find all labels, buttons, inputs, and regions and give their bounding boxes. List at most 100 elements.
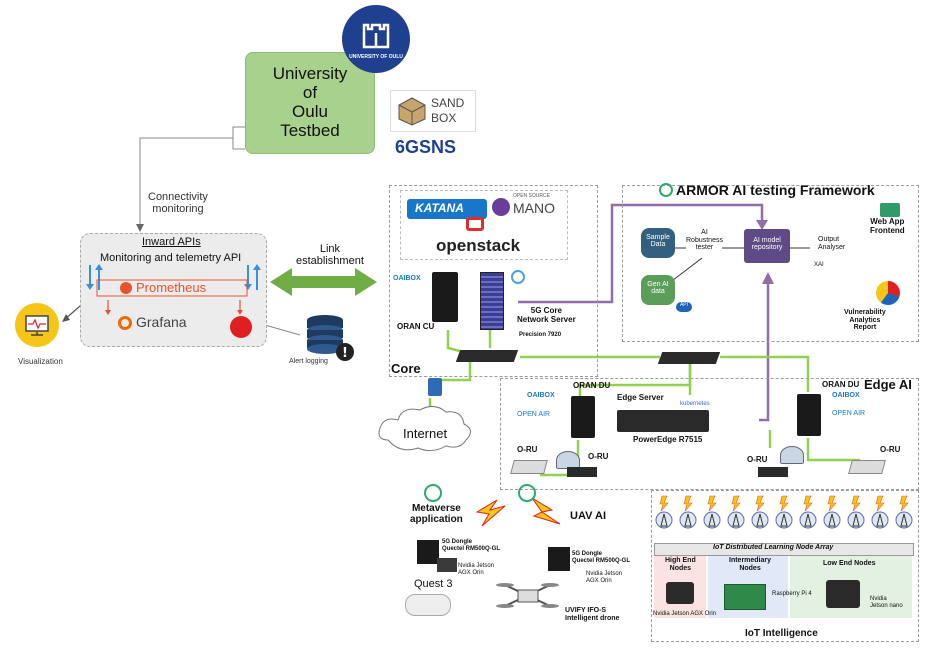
label-line: tester bbox=[695, 244, 714, 252]
label-line: monitoring bbox=[152, 203, 204, 216]
label-line: Network Server bbox=[517, 314, 576, 324]
visualization-label: Visualization bbox=[18, 357, 63, 366]
dongle-device-left bbox=[417, 540, 439, 564]
testbed-line: of bbox=[302, 83, 318, 102]
core-server-device bbox=[480, 272, 504, 330]
dongle-right-label: 5G Dongle Quectel RM500Q-GL bbox=[572, 551, 630, 564]
monitoring-api-label: Monitoring and telemetry API bbox=[100, 252, 242, 264]
sandbox-text-a: SAND bbox=[431, 96, 465, 110]
jetson-nano-device bbox=[826, 580, 860, 608]
connectivity-monitoring-label: Connectivity monitoring bbox=[148, 191, 208, 215]
armor-title: ARMOR AI testing Framework bbox=[676, 182, 875, 198]
osm-logo-icon bbox=[492, 198, 510, 216]
label-line: Intelligent drone bbox=[565, 614, 620, 622]
label-line: UVIFY IFO-S bbox=[565, 607, 607, 614]
quest-label: Quest 3 bbox=[414, 578, 453, 590]
label-line: Sample bbox=[646, 234, 670, 241]
uav-ai-label: UAV AI bbox=[570, 510, 607, 522]
api-cloud-icon: API bbox=[676, 302, 692, 312]
label-line: 5G Dongle bbox=[572, 551, 603, 557]
label-line: Frontend bbox=[870, 225, 905, 235]
oru-left-label: O-RU bbox=[517, 445, 538, 454]
label-line: Nodes bbox=[669, 564, 692, 572]
robustness-label: AI Robustness tester bbox=[686, 229, 723, 252]
label-line: Web App bbox=[870, 217, 905, 226]
dongle-device-right bbox=[548, 547, 570, 571]
label-line: Quectel RM500Q-GL bbox=[572, 557, 631, 564]
testbed-line: University bbox=[272, 64, 348, 83]
sample-data-cylinder: Sample Data bbox=[641, 228, 675, 258]
oru-mid-device bbox=[758, 467, 788, 477]
label-line: data bbox=[651, 288, 665, 295]
label-line: Nvidia bbox=[870, 596, 887, 602]
oru-center-label: O-RU bbox=[588, 452, 609, 461]
iot-tower-icon bbox=[703, 495, 721, 529]
jetson-agx-device bbox=[666, 582, 694, 604]
label-line: AGX Orin bbox=[586, 577, 612, 584]
iot-tower-icon bbox=[895, 495, 913, 529]
label-line: 5G Dongle bbox=[442, 539, 473, 545]
prometheus-label: Prometheus bbox=[136, 280, 207, 295]
web-app-icon bbox=[880, 203, 900, 217]
oaibox-logo: OAIBOX bbox=[393, 275, 421, 282]
raspberry-pi-device bbox=[724, 584, 766, 610]
iot-tower-icon bbox=[655, 495, 673, 529]
testbed-box: University of Oulu Testbed bbox=[245, 52, 375, 154]
sns-logo-b: SNS bbox=[419, 137, 457, 157]
core-label: Core bbox=[391, 361, 421, 376]
output-analyser-label: Output Analyser bbox=[818, 236, 845, 251]
label-line: Connectivity bbox=[148, 191, 208, 203]
label-line: establishment bbox=[296, 255, 364, 268]
jetson-nano-label: Nvidia Jetson nano bbox=[870, 596, 903, 609]
oran-du-left-label: ORAN DU bbox=[573, 381, 611, 390]
alert-logging-label: Alert logging bbox=[289, 358, 328, 365]
kubernetes-logo: kubernetes bbox=[680, 401, 710, 407]
label-line: Intermediary bbox=[729, 557, 772, 564]
jetson-right-label: Nvidia Jetson AGX Orin bbox=[586, 571, 622, 584]
iot-intelligence-label: IoT Intelligence bbox=[745, 628, 818, 639]
label-line: Nvidia Jetson bbox=[458, 563, 495, 569]
grafana-label: Grafana bbox=[136, 314, 187, 330]
iot-tower-icon bbox=[871, 495, 889, 529]
metaverse-label: Metaverse application bbox=[410, 503, 463, 525]
inward-apis-label: Inward APIs bbox=[142, 236, 201, 248]
label-line: AI model bbox=[753, 237, 781, 244]
edge-ai-label: Edge AI bbox=[864, 377, 912, 392]
armor-framework-box bbox=[622, 185, 919, 342]
visualization-monitor-icon bbox=[15, 303, 59, 347]
api-text: API bbox=[679, 302, 689, 308]
prometheus-icon bbox=[120, 282, 132, 294]
web-app-label: Web App Frontend bbox=[870, 217, 905, 236]
edge-server-device bbox=[617, 410, 709, 432]
iot-tower-icon bbox=[679, 495, 697, 529]
iot-array-bar bbox=[654, 543, 914, 556]
label-line: Quectel RM500Q-GL bbox=[442, 545, 501, 552]
dongle-left-label: 5G Dongle Quectel RM500Q-GL bbox=[442, 539, 500, 552]
label-line: Nvidia Jetson bbox=[586, 571, 623, 577]
label-line: Analyser bbox=[818, 243, 846, 251]
label-line: AGX Orin bbox=[458, 569, 484, 576]
alertmanager-bell-icon bbox=[230, 316, 252, 338]
katana-text: KATANA bbox=[415, 201, 464, 215]
precision-label: Precision 7920 bbox=[519, 332, 562, 338]
link-establishment-label: Link establishment bbox=[296, 243, 364, 267]
router-icon bbox=[428, 378, 442, 396]
iot-box bbox=[651, 490, 919, 642]
high-end-label: High End Nodes bbox=[665, 557, 696, 572]
label-line: Analytics bbox=[849, 316, 881, 324]
open5gs-icon bbox=[511, 270, 525, 284]
label-line: Nodes bbox=[739, 564, 761, 572]
label-line: Report bbox=[853, 324, 877, 332]
label-line: Vulnerability bbox=[844, 309, 886, 316]
iot-tower-icon bbox=[823, 495, 841, 529]
oru-center-device bbox=[567, 467, 597, 477]
openair-du-right-logo: OPEN AIR bbox=[832, 410, 866, 417]
oran-cu-device bbox=[432, 272, 458, 322]
oran-du-right-device bbox=[797, 394, 821, 436]
osm-text: MANO bbox=[513, 200, 555, 216]
raspberry-label: Raspberry Pi 4 bbox=[772, 591, 812, 597]
